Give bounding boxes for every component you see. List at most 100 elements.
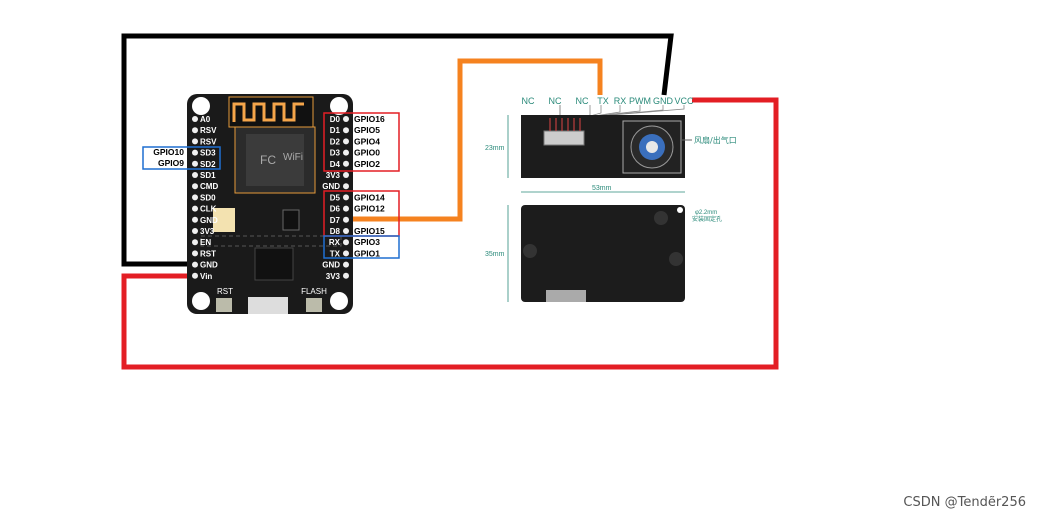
svg-text:FC: FC	[260, 153, 276, 167]
right-pin-label: TX	[330, 249, 341, 258]
right-pin-label: D5	[330, 193, 341, 202]
right-pin-dot	[343, 239, 349, 246]
left-pin-label: A0	[200, 115, 211, 124]
flash-label: FLASH	[301, 287, 327, 296]
left-pin-dot	[192, 160, 198, 167]
right-gpio-label: GPIO15	[354, 226, 385, 236]
left-pin-label: Vin	[200, 272, 212, 281]
right-pin-label: GND	[322, 182, 340, 191]
hole-label-1: φ2.2mm	[695, 210, 717, 216]
right-gpio-label: GPIO16	[354, 114, 385, 124]
left-pin-label: SD0	[200, 193, 216, 202]
left-pin-label: EN	[200, 238, 211, 247]
right-pin-dot	[343, 183, 349, 190]
right-pin-label: D1	[330, 126, 341, 135]
left-pin-label: RSV	[200, 137, 217, 146]
right-gpio-bottom-box	[323, 235, 400, 259]
left-gpio-label: GPIO10	[153, 147, 184, 157]
left-pin-dot	[192, 272, 198, 279]
right-pin-dot	[343, 205, 349, 212]
right-gpio-top-box	[323, 112, 400, 172]
right-pin-dot	[343, 250, 349, 257]
right-pin-dot	[343, 216, 349, 223]
right-gpio-label: GPIO14	[354, 192, 385, 202]
right-gpio-label: GPIO12	[354, 204, 385, 214]
left-pin-dot	[192, 127, 198, 134]
right-pin-dot	[343, 194, 349, 201]
left-pin-label: GND	[200, 261, 218, 270]
right-pin-label: 3V3	[326, 171, 341, 180]
orange-wire-tx	[352, 58, 603, 222]
right-pin-dot	[343, 228, 349, 234]
left-pin-label: 3V3	[200, 227, 215, 236]
right-pin-label: RX	[329, 238, 341, 247]
hole-label-2: 安装固定孔	[692, 215, 722, 223]
left-pin-dot	[192, 149, 198, 156]
right-pin-label: 3V3	[326, 272, 341, 281]
right-pin-dot	[343, 172, 349, 178]
left-pin-dot	[192, 205, 198, 212]
dim-height-top: 23mm	[485, 145, 505, 152]
left-pin-dot	[192, 216, 198, 223]
left-pin-dot	[192, 183, 198, 190]
rst-label: RST	[217, 287, 233, 296]
left-pin-dot	[192, 172, 198, 178]
right-pin-label: D0	[330, 115, 341, 124]
dim-width: 53mm	[592, 185, 612, 192]
left-gpio-box	[142, 146, 221, 170]
right-pin-dot	[343, 160, 349, 167]
black-wire-gnd	[121, 33, 674, 267]
right-pin-dot	[343, 127, 349, 134]
left-pin-dot	[192, 228, 198, 234]
left-pin-label: SD3	[200, 149, 216, 158]
left-pin-dot	[192, 194, 198, 201]
left-pin-dot	[192, 138, 198, 145]
dim-height-bottom: 35mm	[485, 251, 505, 258]
right-gpio-label: GPIO1	[354, 248, 380, 258]
left-pin-label: CLK	[200, 205, 217, 214]
svg-text:WiFi: WiFi	[283, 152, 303, 163]
right-pin-label: D6	[330, 205, 341, 214]
sensor-pin-label: GND	[653, 96, 674, 106]
right-pin-dot	[343, 116, 349, 122]
right-pin-label: D8	[330, 227, 341, 236]
right-pin-dot	[343, 138, 349, 145]
right-pin-label: GND	[322, 261, 340, 270]
sensor-pin-label: VCC	[674, 96, 694, 106]
sensor-pin-label: NC	[522, 96, 535, 106]
left-pin-dot	[192, 261, 198, 268]
right-pin-dot	[343, 261, 349, 268]
right-gpio-label: GPIO4	[354, 136, 380, 146]
right-gpio-label: GPIO0	[354, 148, 380, 158]
sensor-pin-label: TX	[597, 96, 609, 106]
right-pin-label: D3	[330, 149, 341, 158]
sensor-pin-label: RX	[614, 96, 627, 106]
right-pin-dot	[343, 272, 349, 279]
left-pin-label: GND	[200, 216, 218, 225]
right-pin-label: D2	[330, 137, 341, 146]
sensor-pin-label: NC	[576, 96, 589, 106]
left-pin-label: RST	[200, 249, 216, 258]
left-pin-label: RSV	[200, 126, 217, 135]
watermark: CSDN @Tendẽr256	[903, 495, 1026, 510]
sensor-pin-label: PWM	[629, 96, 651, 106]
right-gpio-label: GPIO2	[354, 159, 380, 169]
left-pin-dot	[192, 116, 198, 122]
right-pin-label: D4	[330, 160, 341, 169]
left-pin-label: CMD	[200, 182, 218, 191]
right-pin-dot	[343, 149, 349, 156]
fan-label: 风扇/出气口	[694, 135, 737, 145]
right-gpio-label: GPIO3	[354, 237, 380, 247]
left-pin-dot	[192, 239, 198, 246]
sensor-pin-label: NC	[549, 96, 562, 106]
right-pin-label: D7	[330, 216, 341, 225]
left-pin-label: SD1	[200, 171, 216, 180]
left-pin-label: SD2	[200, 160, 216, 169]
left-pin-dot	[192, 250, 198, 257]
right-gpio-label: GPIO5	[354, 125, 380, 135]
red-wire-vin	[121, 97, 779, 370]
left-gpio-label: GPIO9	[158, 158, 184, 168]
